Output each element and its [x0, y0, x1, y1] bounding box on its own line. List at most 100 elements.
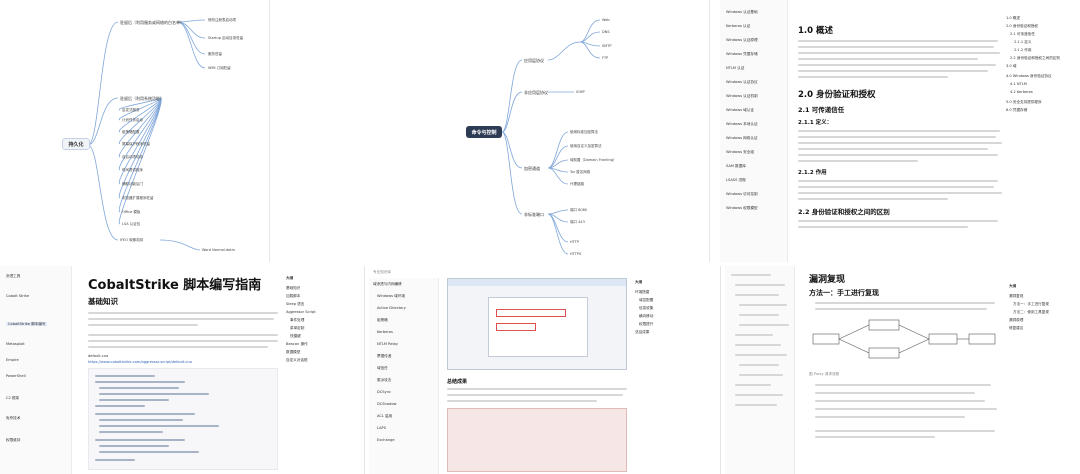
sidebar-item[interactable]: SAM 数据库 [726, 164, 746, 168]
sidebar-item[interactable]: Windows 访问控制 [726, 192, 758, 196]
mindmap-leaf[interactable]: 端口 8080 [570, 208, 588, 212]
mindmap-leaf[interactable]: Office 模板 [122, 210, 141, 214]
toc-item[interactable]: 快捷键 [290, 334, 301, 338]
toc-item[interactable]: 总结成果 [635, 330, 650, 334]
sidebar-item[interactable]: Windows 认证机制 [726, 94, 758, 98]
mindmap-root[interactable]: 命令与控制 [466, 126, 502, 138]
sidebar-item[interactable]: Metasploit [6, 342, 25, 346]
mindmap-leaf[interactable]: WMI 订阅驻留 [208, 66, 231, 70]
toc-item[interactable]: 2.1.1 定义 [1014, 40, 1032, 44]
toc-item[interactable]: 漏洞原理 [1009, 318, 1024, 322]
toc-item[interactable]: 6.0 凭据存储 [1006, 108, 1028, 112]
tree-item[interactable]: Exchange [377, 438, 395, 442]
mindmap-leaf[interactable]: HTTPS [570, 252, 582, 256]
mindmap-leaf[interactable]: IFEO 映像劫持 [120, 238, 144, 242]
sidebar-item[interactable]: C2 框架 [6, 396, 20, 400]
sidebar-item[interactable]: Kerberos 认证 [726, 24, 751, 28]
tree-item[interactable]: 委派攻击 [377, 378, 392, 382]
toc-item[interactable]: 菜单定制 [290, 326, 305, 330]
sidebar-item[interactable]: Empire [6, 358, 19, 362]
toc-item[interactable]: 方法二：使用工具复现 [1013, 310, 1049, 314]
toc-item[interactable]: 方法一：手工进行复现 [1013, 302, 1049, 306]
mindmap-leaf[interactable]: 计划任务启动 [122, 118, 143, 122]
toc-item[interactable]: Sleep 语言 [286, 302, 305, 306]
mindmap-leaf[interactable]: 辅助功能后门 [122, 182, 143, 186]
toc-item[interactable]: 事件处理 [290, 318, 305, 322]
mindmap-leaf[interactable]: 启发式服务 [122, 108, 140, 112]
toc-item[interactable]: Beacon 操作 [286, 342, 308, 346]
tree-item[interactable]: 域信任 [377, 366, 388, 370]
sidebar-item[interactable]: Windows 网络认证 [726, 136, 758, 140]
sidebar-item[interactable]: PowerShell [6, 374, 26, 378]
mindmap-leaf[interactable]: HTTP [570, 240, 579, 244]
toc-item[interactable]: 2.1 可传递信任 [1010, 32, 1035, 36]
toc-item[interactable]: 1.0 概述 [1006, 16, 1021, 20]
mindmap-branch[interactable]: 非应用层协议 [524, 90, 548, 95]
toc-item[interactable]: 4.1 NTLM [1010, 82, 1027, 86]
toc-item[interactable]: 权限提升 [639, 322, 654, 326]
sidebar-item[interactable]: LSASS 进程 [726, 178, 746, 182]
toc-item[interactable]: 4.0 Windows 身份验证协议 [1006, 74, 1052, 78]
mindmap-leaf[interactable]: 屏幕保护程序驻留 [122, 142, 150, 146]
tree-item[interactable]: DCSync [377, 390, 391, 394]
mindmap-leaf[interactable]: 使用标准加密算法 [570, 130, 598, 134]
mindmap-leaf[interactable]: 使用自定义加密算法 [570, 144, 602, 148]
toc-item[interactable]: 域控配置 [639, 298, 654, 302]
sidebar-item[interactable]: Windows 认证协议 [726, 80, 758, 84]
mindmap-leaf[interactable]: SMTP [602, 44, 612, 48]
mindmap-leaf[interactable]: FTP [602, 56, 609, 60]
mindmap-leaf[interactable]: 组策略配置 [122, 130, 140, 134]
toc-item[interactable]: 2.1.2 作用 [1014, 48, 1032, 52]
toc-item[interactable]: 横向移动 [639, 314, 654, 318]
mindmap-leaf[interactable]: Tor 匿名网络 [570, 170, 591, 174]
tree-item[interactable]: DCShadow [377, 402, 397, 406]
mindmap-leaf[interactable]: 修改注册表启动项 [208, 18, 236, 22]
toc-item[interactable]: 基础知识 [286, 286, 301, 290]
tree-item[interactable]: ACL 滥用 [377, 414, 393, 418]
toc-item[interactable]: 5.0 安全支持提供程序 [1006, 100, 1042, 104]
sidebar-item[interactable]: Windows 权限模型 [726, 206, 758, 210]
mindmap-branch[interactable]: 加密通道 [524, 166, 540, 171]
mindmap-leaf[interactable]: 浏览器扩展程序驻留 [122, 196, 154, 200]
mindmap-leaf[interactable]: Startup 启动目录驻留 [208, 36, 244, 40]
toc-item[interactable]: 加载脚本 [286, 294, 301, 298]
tree-item[interactable]: 票据传递 [377, 354, 392, 358]
mindmap-leaf[interactable]: ICMP [576, 90, 585, 94]
mindmap-leaf[interactable]: DNS [602, 30, 610, 34]
sidebar-item[interactable]: Windows 本地认证 [726, 122, 758, 126]
toc-item[interactable]: 2.2 身份验证和授权之间的区别 [1010, 56, 1060, 60]
tree-item[interactable]: Kerberos [377, 330, 393, 334]
sidebar-item[interactable]: Cobalt Strike [6, 294, 30, 298]
mindmap-leaf[interactable]: Word Normal.dotm [202, 248, 236, 252]
default-cna-link[interactable]: https://www.cobaltstrike.com/aggressor-s… [88, 360, 192, 364]
mindmap-branch[interactable]: 应用层协议 [524, 58, 544, 63]
mindmap-leaf[interactable]: 时间提供程序 [122, 168, 143, 172]
toc-item[interactable]: 3.0 域 [1006, 64, 1017, 68]
tree-item[interactable]: Windows 域环境 [377, 294, 405, 298]
toc-item[interactable]: 自定义对话框 [286, 358, 308, 362]
sidebar-item[interactable]: Windows 认证基础 [726, 10, 758, 14]
sidebar-item[interactable]: 渗透工具 [6, 274, 21, 278]
toc-item[interactable]: 数据模型 [286, 350, 301, 354]
tree-item[interactable]: NTLM Relay [377, 342, 399, 346]
tree-item[interactable]: 域渗透与内网横移 [373, 282, 402, 286]
sidebar-item[interactable]: Windows 凭据存储 [726, 52, 758, 56]
sidebar-item[interactable]: CobaltStrike 脚本编写 [6, 322, 48, 327]
toc-item[interactable]: Aggressor Script [286, 310, 316, 314]
mindmap-leaf[interactable]: 端口 443 [570, 220, 585, 224]
tree-item[interactable]: LAPS [377, 426, 386, 430]
mindmap-branch[interactable]: 驻留后（利用服务或网络的白名单） [120, 20, 184, 25]
mindmap-root[interactable]: 持久化 [62, 138, 90, 150]
sidebar-item[interactable]: Windows 安全组 [726, 150, 754, 154]
sidebar-item[interactable]: 免杀技术 [6, 416, 21, 420]
mindmap-branch[interactable]: 非标准端口 [524, 212, 544, 217]
toc-item[interactable]: 漏洞复现 [1009, 294, 1024, 298]
toc-item[interactable]: 修复建议 [1009, 326, 1024, 330]
tree-item[interactable]: Active Directory [377, 306, 406, 310]
doc-tab[interactable]: 专业知识库 [373, 270, 391, 274]
toc-item[interactable]: 2.0 身份验证和授权 [1006, 24, 1039, 28]
sidebar-item[interactable]: Windows 认证原理 [726, 38, 758, 42]
mindmap-leaf[interactable]: LSA 认证包 [122, 222, 141, 226]
tree-item[interactable]: 组策略 [377, 318, 388, 322]
mindmap-branch[interactable]: 驻留后（利用系统功能） [120, 96, 164, 101]
